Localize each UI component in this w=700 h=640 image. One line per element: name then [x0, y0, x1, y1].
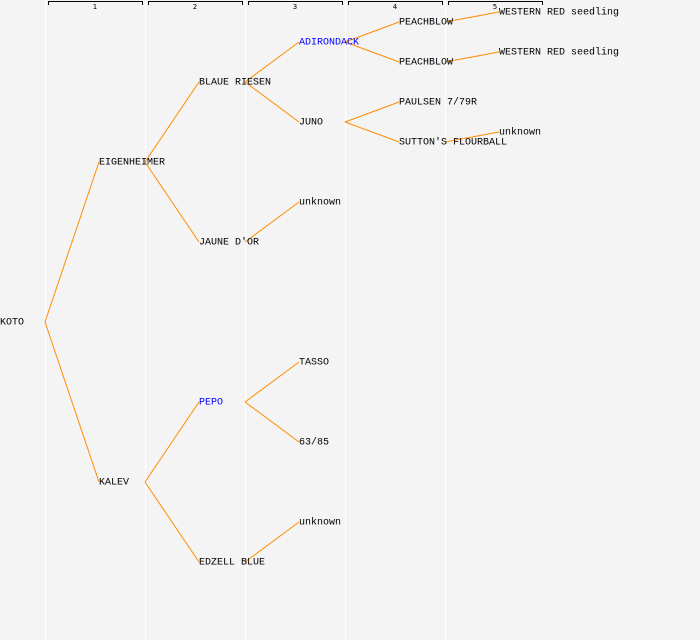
pedigree-node-paulsen-7-79r[interactable]: PAULSEN 7/79R [399, 97, 477, 109]
pedigree-node-jaune-d-or[interactable]: JAUNE D'OR [199, 237, 259, 249]
pedigree-link [44, 321, 100, 483]
pedigree-link [244, 361, 300, 403]
pedigree-link [244, 81, 300, 123]
generation-bracket [48, 1, 143, 5]
generation-label: 2 [193, 3, 197, 11]
pedigree-node-western-red-seedling[interactable]: WESTERN RED seedling [499, 47, 619, 59]
pedigree-node-peachblow[interactable]: PEACHBLOW [399, 18, 453, 29]
pedigree-link [144, 481, 200, 563]
pedigree-node-unknown[interactable]: unknown [299, 517, 341, 529]
pedigree-link [244, 201, 300, 243]
pedigree-link [44, 161, 100, 323]
pedigree-link [144, 161, 200, 243]
pedigree-link [344, 101, 400, 123]
pedigree-link [244, 521, 300, 563]
pedigree-node-edzell-blue[interactable]: EDZELL BLUE [199, 558, 265, 569]
pedigree-node-eigenheimer[interactable]: EIGENHEIMER [99, 158, 165, 169]
pedigree-link [244, 401, 300, 443]
pedigree-link [444, 51, 500, 63]
pedigree-link [244, 41, 300, 83]
pedigree-link [444, 131, 500, 143]
pedigree-link [444, 11, 500, 23]
pedigree-node-western-red-seedling[interactable]: WESTERN RED seedling [499, 7, 619, 19]
pedigree-node-blaue-riesen[interactable]: BLAUE RIESEN [199, 78, 271, 89]
pedigree-node-63-85[interactable]: 63/85 [299, 437, 329, 449]
pedigree-node-kalev[interactable]: KALEV [99, 478, 129, 489]
pedigree-link [344, 41, 400, 63]
pedigree-nodes: KOTO EIGENHEIMER BLAUE RIESEN ADIRONDACK PEA… [0, 7, 619, 569]
generation-label: 3 [293, 3, 297, 11]
pedigree-links [44, 11, 500, 563]
pedigree-node-tasso[interactable]: TASSO [299, 358, 329, 369]
generation-bracket [448, 1, 543, 5]
pedigree-node-koto[interactable]: KOTO [0, 318, 24, 329]
pedigree-link [144, 81, 200, 163]
generation-headers: 1 2 3 4 5 [48, 1, 543, 11]
generation-bracket [248, 1, 343, 5]
generation-label: 4 [393, 3, 398, 11]
generation-label: 1 [93, 3, 97, 11]
pedigree-node-sutton-s-flourball[interactable]: SUTTON'S FLOURBALL [399, 137, 507, 149]
pedigree-node-peachblow[interactable]: PEACHBLOW [399, 58, 453, 69]
pedigree-node-adirondack[interactable]: ADIRONDACK [299, 38, 359, 49]
pedigree-node-unknown[interactable]: unknown [499, 127, 541, 139]
generation-label: 5 [493, 3, 497, 11]
generation-bracket [348, 1, 443, 5]
pedigree-node-juno[interactable]: JUNO [299, 118, 323, 129]
column-dividers [45, 0, 446, 640]
pedigree-link [344, 121, 400, 143]
pedigree-node-unknown[interactable]: unknown [299, 197, 341, 209]
pedigree-node-pepo[interactable]: PEPO [199, 398, 223, 409]
generation-bracket [148, 1, 243, 5]
pedigree-link [344, 21, 400, 43]
pedigree-link [144, 401, 200, 483]
